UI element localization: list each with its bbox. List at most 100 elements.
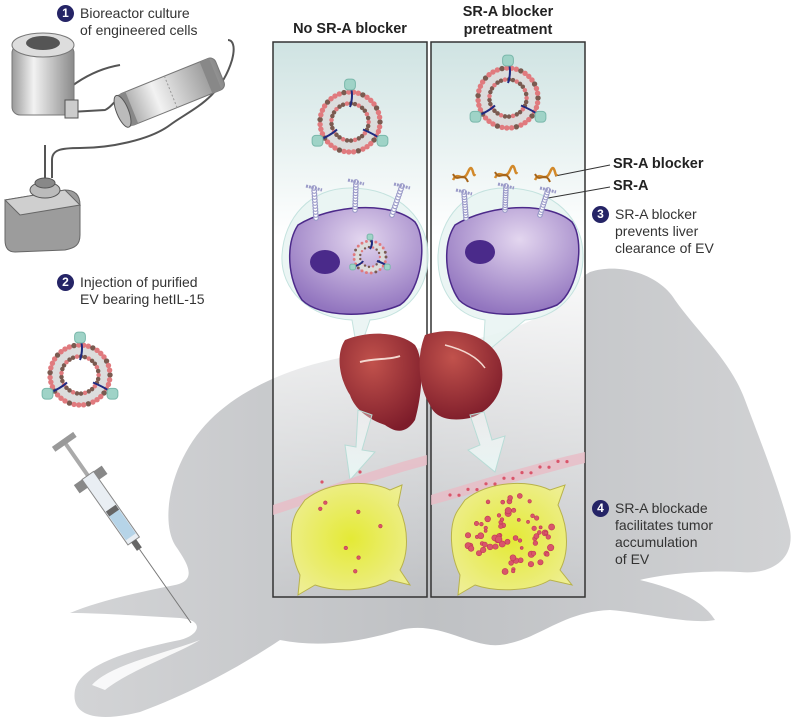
- ev-dot: [356, 509, 361, 514]
- sr-a-receptor: [347, 178, 365, 213]
- sr-a-receptor: [497, 182, 515, 213]
- ev-dot: [517, 538, 523, 543]
- ev-dot: [537, 530, 542, 535]
- step-text-line: SR-A blockade: [615, 500, 708, 516]
- ev-dot: [526, 520, 530, 524]
- step-text-line: facilitates tumor: [615, 517, 714, 533]
- cell-bubble-right: [437, 187, 584, 357]
- ev-dot: [486, 543, 494, 551]
- ev-dots-right: [448, 459, 569, 575]
- ev-dot: [356, 555, 361, 560]
- ev-dot: [530, 513, 535, 519]
- ev-dot: [538, 465, 542, 469]
- panel-title-line: SR-A blocker: [462, 4, 554, 20]
- ev-dot: [353, 569, 358, 574]
- nucleus: [310, 250, 340, 274]
- step-text-line: of EV: [615, 551, 650, 567]
- step-text-line: SR-A blocker: [615, 206, 697, 222]
- ev-dot: [318, 506, 323, 511]
- ev-dot: [533, 533, 540, 539]
- bioreactor-illustration: [3, 32, 235, 253]
- macrophage-cell: [446, 206, 580, 315]
- step-text-line: Injection of purified: [80, 274, 198, 290]
- tail-curve: [92, 640, 200, 690]
- tumor-left: [290, 482, 412, 596]
- ev-dot: [498, 540, 506, 548]
- ev-dot: [543, 530, 548, 536]
- step-text-line: prevents liver: [615, 223, 699, 239]
- ev-dot: [504, 507, 512, 515]
- ev-dot: [495, 535, 503, 543]
- ev-dot: [466, 487, 470, 491]
- ev-dot: [493, 482, 497, 486]
- panel-title-line: pretreatment: [463, 22, 553, 38]
- sr-a-receptor: [305, 184, 323, 221]
- ev-vesicle-internalized: [349, 233, 391, 275]
- ev-dot: [512, 535, 519, 541]
- ev-dot: [538, 525, 543, 530]
- ev-dot: [320, 480, 324, 484]
- ev-dot: [492, 543, 499, 550]
- ev-dot: [516, 518, 521, 522]
- leader-receptor: [547, 186, 611, 199]
- step-text-line: of engineered cells: [80, 22, 198, 38]
- step-badge: 2: [57, 274, 74, 291]
- ev-dot: [323, 500, 328, 505]
- ev-dot: [484, 482, 488, 486]
- ev-dot: [547, 465, 551, 469]
- liver-left: [339, 333, 422, 431]
- sr-a-blocker-molecule: [533, 166, 559, 183]
- ev-dot: [504, 538, 511, 545]
- callout-sr-a-blocker: SR-A blocker: [613, 156, 704, 172]
- panel-title-blocker: SR-A blocker pretreatment: [431, 3, 585, 39]
- ev-dot: [464, 532, 472, 539]
- ev-dot: [358, 470, 362, 474]
- panel-title-line: No SR-A blocker: [293, 21, 407, 37]
- leader-blocker: [554, 164, 611, 177]
- step-badge: 3: [592, 206, 609, 223]
- panel-title-no-blocker: No SR-A blocker: [273, 20, 427, 38]
- ev-dot: [532, 540, 539, 546]
- step-badge: 1: [57, 5, 74, 22]
- ev-dot: [475, 488, 479, 492]
- step-text-line: EV bearing hetIL-15: [80, 291, 205, 307]
- step-badge: 4: [592, 500, 609, 517]
- ev-dot: [496, 513, 502, 518]
- callout-sr-a: SR-A: [613, 178, 649, 194]
- ev-dot: [509, 554, 517, 561]
- syringe-illustration: [51, 431, 192, 624]
- ev-dot: [500, 499, 506, 505]
- sr-a-blocker-molecule: [493, 164, 519, 181]
- ev-dot: [483, 529, 488, 533]
- ev-dot: [498, 523, 504, 529]
- ev-dot: [547, 544, 555, 552]
- ev-dots-left: [318, 470, 383, 574]
- ev-dot: [378, 524, 383, 529]
- ev-dot: [448, 493, 452, 497]
- ev-dot: [517, 493, 523, 499]
- ev-dot: [479, 522, 484, 527]
- ev-dot: [480, 546, 487, 554]
- step-text-line: clearance of EV: [615, 240, 714, 256]
- ev-dot: [473, 521, 479, 527]
- step-text-line: accumulation: [615, 534, 698, 550]
- ev-dot: [508, 560, 514, 566]
- ev-dot: [534, 515, 540, 521]
- ev-dot: [502, 476, 506, 480]
- ev-vesicle-panel-left: [311, 78, 389, 155]
- ev-dot: [545, 552, 550, 557]
- ev-dot: [343, 545, 348, 551]
- sr-a-blocker-molecule: [451, 166, 477, 183]
- ev-dot: [527, 561, 535, 568]
- arrow-right: [467, 411, 506, 473]
- ev-dot: [477, 532, 485, 540]
- ev-dot: [545, 534, 551, 540]
- ev-dot: [565, 460, 569, 464]
- ev-dot: [548, 523, 555, 531]
- ev-dot: [531, 550, 537, 556]
- ev-dot: [484, 515, 491, 523]
